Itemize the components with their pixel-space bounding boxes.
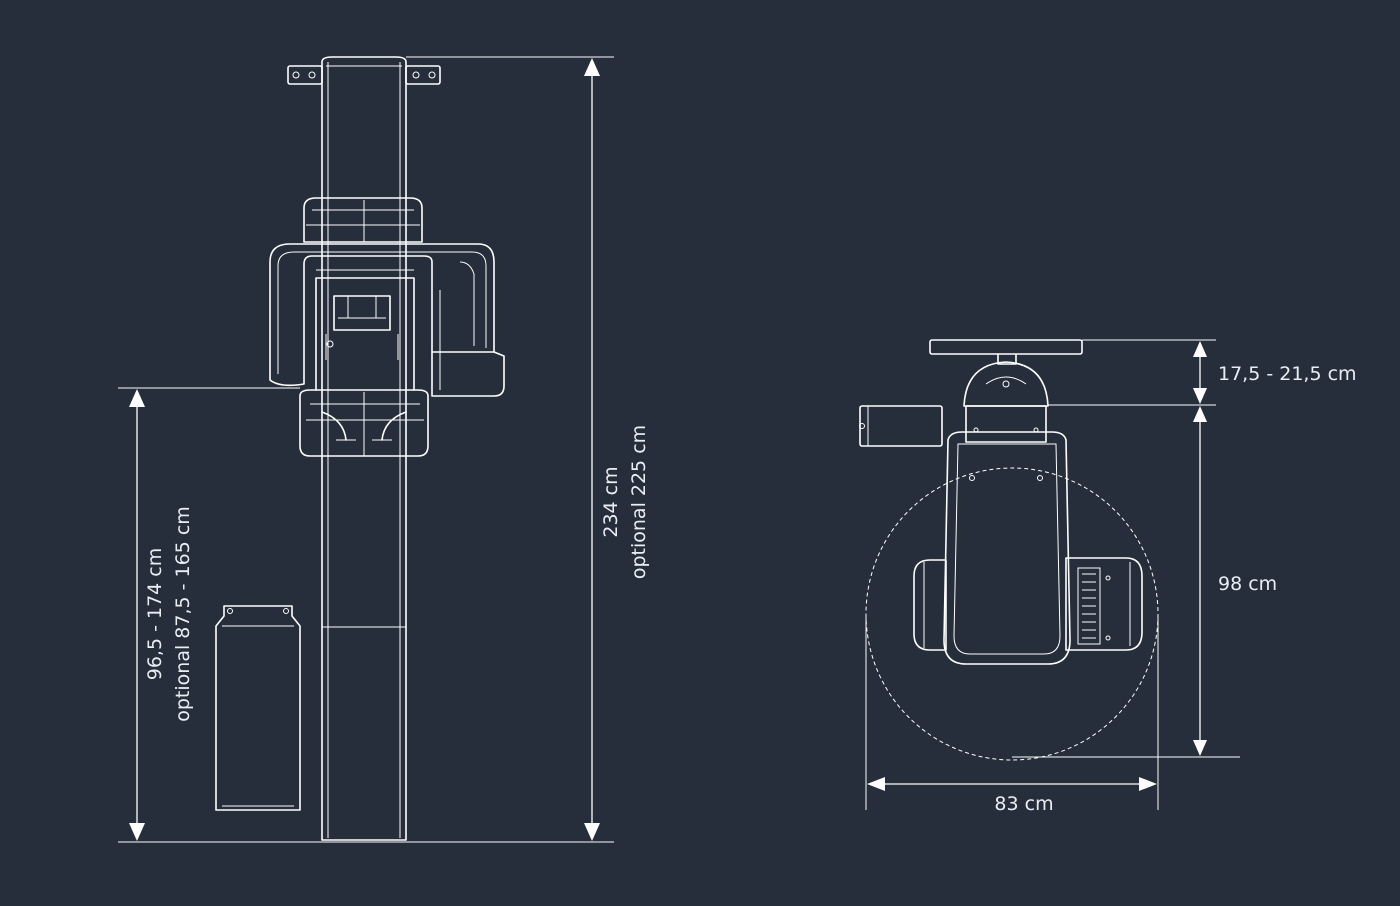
- control-box: [859, 405, 943, 447]
- depth-label: 98 cm: [1218, 573, 1277, 595]
- rotating-arm: [943, 431, 1071, 665]
- front-view-drawing: [215, 56, 505, 841]
- height-adjust-label: 96,5 - 174 cm: [144, 548, 166, 681]
- column: [321, 56, 407, 841]
- height-adjust-optional-label: optional 87,5 - 165 cm: [172, 506, 194, 722]
- height-total-label: 234 cm: [600, 466, 622, 537]
- right-pod: [1065, 557, 1143, 651]
- left-pod: [913, 559, 947, 651]
- front-view-dimensions: [118, 56, 614, 843]
- wall-bracket: [287, 65, 441, 85]
- rotating-unit: [269, 243, 505, 397]
- width-label: 83 cm: [994, 793, 1053, 815]
- top-view-dimensions: [865, 339, 1240, 810]
- top-view-drawing: [859, 339, 1159, 761]
- column-top: [963, 361, 1049, 407]
- column-mount: [965, 405, 1047, 443]
- mount-depth-label: 17,5 - 21,5 cm: [1218, 363, 1357, 385]
- patient-support: [299, 389, 429, 457]
- base-block: [215, 605, 301, 811]
- tube-head: [303, 197, 423, 243]
- wall-plate: [929, 339, 1083, 355]
- rotation-radius-circle: [865, 467, 1159, 761]
- height-total-optional-label: optional 225 cm: [628, 425, 650, 579]
